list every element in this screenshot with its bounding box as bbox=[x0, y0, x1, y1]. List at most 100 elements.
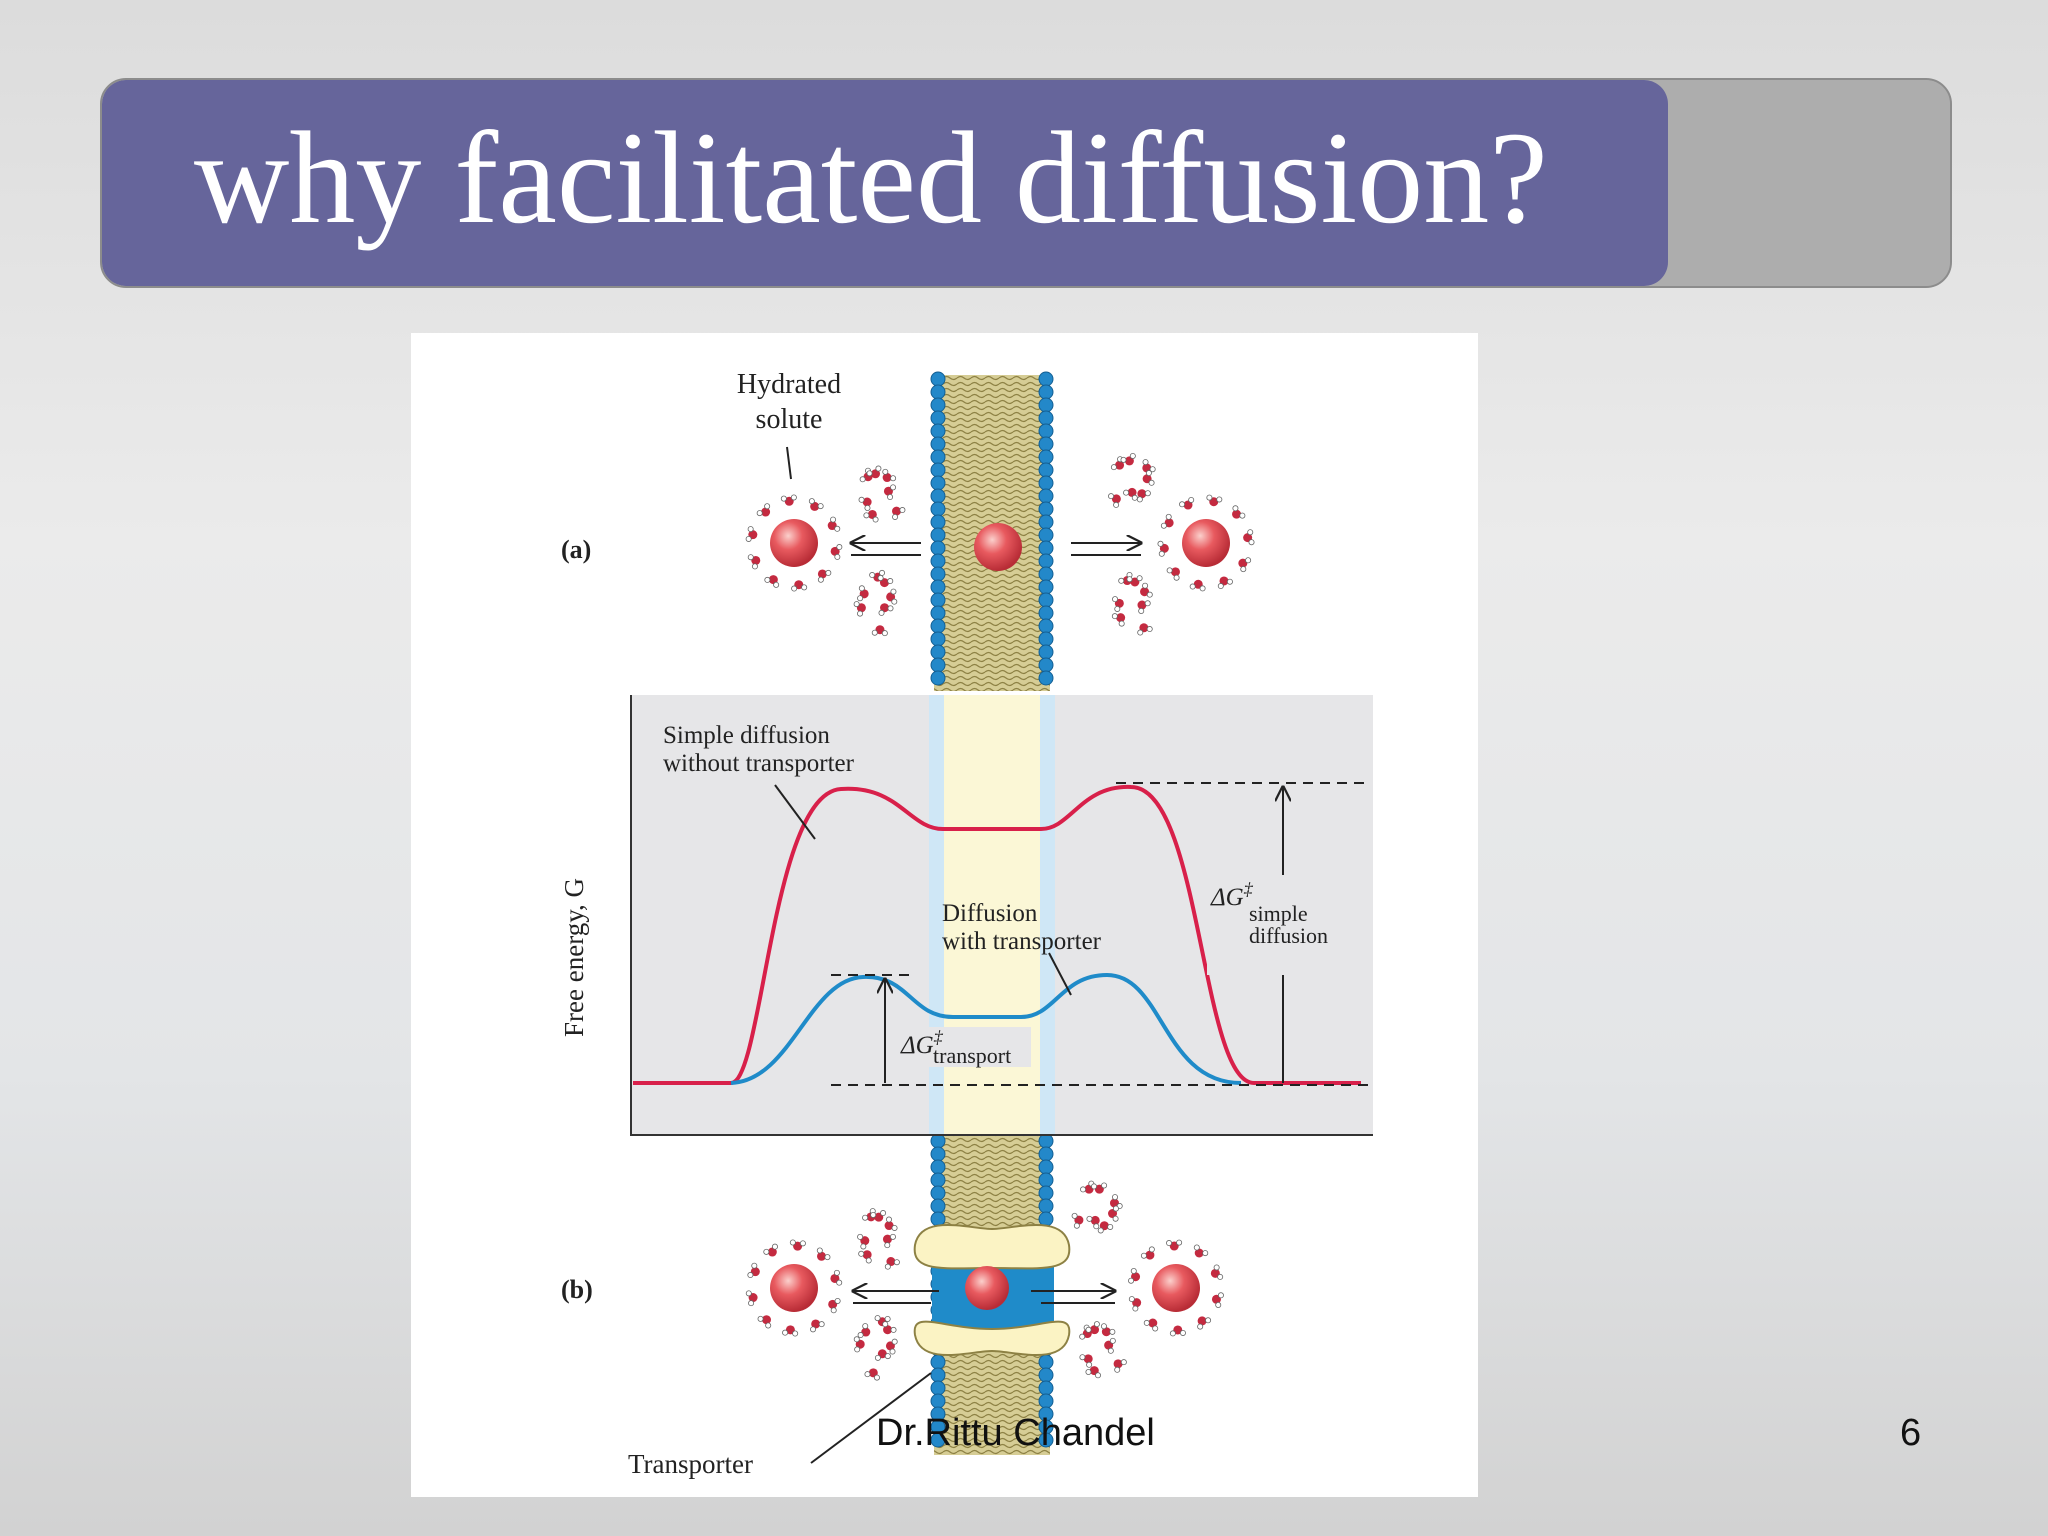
water-molecule bbox=[1128, 1296, 1142, 1312]
lipid-head bbox=[1038, 1159, 1054, 1175]
lipid-head bbox=[1038, 397, 1054, 413]
delta-g-simple-symbol: ΔG‡ bbox=[1210, 879, 1254, 911]
lipid-head bbox=[930, 384, 946, 400]
water-molecule bbox=[886, 588, 898, 605]
lipid-head bbox=[930, 514, 946, 530]
water-molecule bbox=[1136, 489, 1151, 503]
water-molecule bbox=[884, 1257, 900, 1270]
water-molecule bbox=[816, 1247, 831, 1261]
solute-right-a bbox=[1182, 519, 1230, 567]
title-panel: why facilitated diffusion? bbox=[102, 80, 1668, 286]
water-molecule bbox=[863, 509, 879, 523]
lipid-head bbox=[1038, 1367, 1054, 1383]
label-simple-diffusion-line2: without transporter bbox=[663, 750, 855, 777]
lipid-head bbox=[930, 488, 946, 504]
water-molecule bbox=[1071, 1212, 1084, 1229]
water-molecule bbox=[1112, 596, 1124, 612]
water-molecule bbox=[1128, 1267, 1141, 1284]
lipid-head bbox=[1038, 488, 1054, 504]
y-axis-label: Free energy, G bbox=[559, 878, 589, 1037]
lipid-head bbox=[930, 579, 946, 595]
lipid-head bbox=[930, 1393, 946, 1409]
water-molecule bbox=[1100, 1323, 1116, 1337]
lipid-head bbox=[1038, 566, 1054, 582]
lipid-head bbox=[930, 462, 946, 478]
water-molecule bbox=[882, 1321, 897, 1335]
lipid-head bbox=[930, 397, 946, 413]
lipid-head bbox=[1038, 514, 1054, 530]
water-molecule bbox=[1091, 1182, 1108, 1194]
panel-a: (a) Hydrated solute bbox=[561, 369, 1255, 637]
water-molecule bbox=[764, 575, 780, 588]
water-molecule bbox=[864, 1368, 880, 1381]
lipid-head bbox=[1038, 1185, 1054, 1201]
water-molecule bbox=[1160, 513, 1174, 529]
lipid-head bbox=[1038, 618, 1054, 634]
lipid-head bbox=[930, 436, 946, 452]
lipid-head bbox=[930, 1354, 946, 1370]
lipid-head bbox=[930, 1133, 946, 1149]
water-molecule bbox=[1169, 1325, 1186, 1337]
water-molecule bbox=[1197, 1316, 1212, 1330]
water-molecule bbox=[808, 498, 824, 511]
water-molecule bbox=[878, 603, 894, 616]
water-molecule bbox=[1126, 575, 1143, 587]
water-molecule bbox=[857, 1233, 870, 1250]
water-molecule bbox=[789, 1239, 806, 1251]
hydrated-solute-pointer bbox=[786, 446, 792, 480]
water-molecule bbox=[782, 1325, 799, 1337]
water-molecule bbox=[877, 575, 894, 588]
hydrated-solute-label-line1: Hydrated bbox=[737, 369, 841, 400]
water-molecule bbox=[1166, 1239, 1183, 1251]
lipid-head bbox=[1038, 1146, 1054, 1162]
water-molecule bbox=[1104, 1337, 1116, 1354]
lipid-head bbox=[930, 566, 946, 582]
hydrated-solute-label-line2: solute bbox=[756, 404, 823, 435]
diffusion-diagram: Simple diffusion without transporter Dif… bbox=[559, 369, 1373, 1479]
panel-b-label: (b) bbox=[561, 1275, 593, 1304]
lipid-head bbox=[930, 1380, 946, 1396]
lipid-head bbox=[1038, 475, 1054, 491]
lipid-head bbox=[930, 449, 946, 465]
lipid-head bbox=[1038, 553, 1054, 569]
lipid-head bbox=[1038, 462, 1054, 478]
lipid-head bbox=[930, 605, 946, 621]
page-number: 6 bbox=[1900, 1412, 1922, 1454]
title-bar: why facilitated diffusion? bbox=[100, 78, 1952, 288]
delta-g-transport-symbol: ΔG‡ bbox=[900, 1027, 944, 1059]
water-molecule bbox=[858, 496, 872, 511]
water-molecule bbox=[1140, 1246, 1155, 1260]
water-molecule bbox=[827, 516, 841, 532]
water-molecule bbox=[1140, 582, 1153, 598]
water-molecule bbox=[1085, 1366, 1102, 1379]
lipid-head bbox=[930, 1159, 946, 1175]
lipid-head bbox=[1038, 371, 1054, 387]
lipid-head bbox=[1038, 670, 1054, 686]
water-molecule bbox=[1206, 494, 1223, 507]
transporter-pointer bbox=[810, 1372, 932, 1464]
water-molecule bbox=[745, 1290, 758, 1307]
water-molecule bbox=[1179, 496, 1195, 510]
water-molecule bbox=[756, 503, 771, 517]
lipid-head bbox=[1038, 1393, 1054, 1409]
lipid-head bbox=[930, 371, 946, 387]
slide-title: why facilitated diffusion? bbox=[194, 104, 1548, 251]
lipid-head bbox=[1038, 410, 1054, 426]
lipid-head bbox=[930, 501, 946, 517]
water-molecule bbox=[871, 625, 888, 637]
solute-left-a bbox=[770, 519, 818, 567]
solute-in-transporter bbox=[965, 1266, 1009, 1310]
water-molecule bbox=[830, 1269, 843, 1286]
lipid-head bbox=[1038, 1354, 1054, 1370]
lipid-head bbox=[930, 1185, 946, 1201]
lipid-head bbox=[930, 423, 946, 439]
membrane-top bbox=[930, 371, 1054, 691]
energy-plot: Simple diffusion without transporter Dif… bbox=[559, 695, 1373, 1136]
lipid-head bbox=[1038, 1211, 1054, 1227]
water-molecule bbox=[745, 526, 758, 542]
water-molecule bbox=[1137, 623, 1153, 636]
delta-g-transport-sub: transport bbox=[933, 1043, 1011, 1068]
lipid-head bbox=[1038, 579, 1054, 595]
lipid-head bbox=[930, 670, 946, 686]
water-molecule bbox=[1232, 505, 1246, 519]
